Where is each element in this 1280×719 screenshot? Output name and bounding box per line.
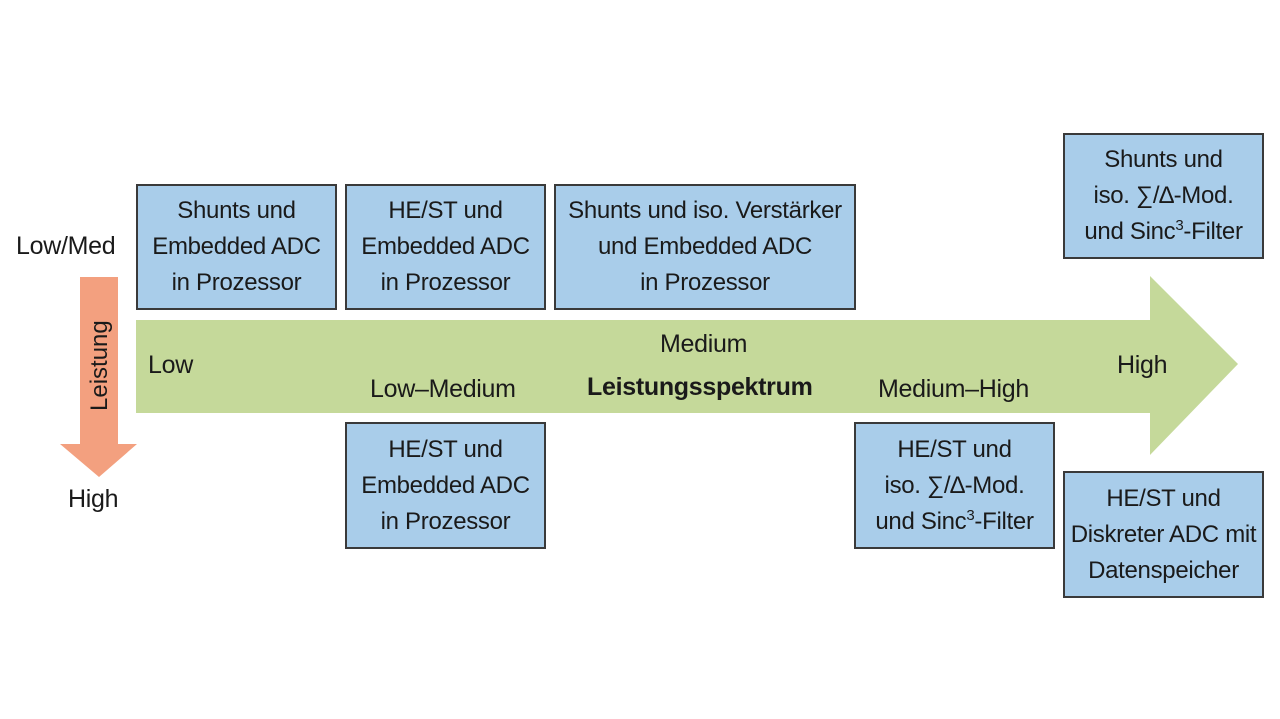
box-line: HE/ST und	[1106, 484, 1221, 512]
box-line: und Embedded ADC	[597, 233, 812, 260]
box-line: in Prozessor	[380, 507, 511, 535]
spectrum-arrow	[136, 276, 1238, 455]
leistung-arrow	[60, 277, 137, 477]
box-line: und Sinc3-Filter	[1084, 214, 1243, 250]
box-line: Shunts und iso. Verstärker	[568, 197, 842, 224]
box-bottom-1: HE/ST und Embedded ADC in Prozessor	[345, 422, 546, 549]
spectrum-medium: Medium	[660, 330, 748, 358]
axis-bottom-label: High	[68, 485, 119, 513]
box-line: und Sinc3-Filter	[875, 504, 1034, 540]
box-top-3: Shunts und iso. Verstärker und Embedded …	[554, 184, 856, 310]
box-line-part: -Filter	[974, 507, 1034, 535]
box-bottom-2: HE/ST und iso. ∑/∆-Mod. und Sinc3-Filter	[854, 422, 1055, 549]
spectrum-low-medium: Low–Medium	[370, 375, 516, 403]
box-line: Diskreter ADC mit	[1070, 520, 1257, 548]
box-line: in Prozessor	[171, 269, 302, 296]
box-top-2: HE/ST und Embedded ADC in Prozessor	[345, 184, 546, 310]
box-line-part: -Filter	[1183, 218, 1243, 245]
axis-top-label: Low/Med	[16, 232, 116, 260]
box-line: HE/ST und	[388, 197, 503, 224]
box-line: Embedded ADC	[361, 471, 530, 499]
spectrum-high: High	[1117, 351, 1168, 379]
box-line: Embedded ADC	[152, 233, 321, 260]
box-top-1: Shunts und Embedded ADC in Prozessor	[136, 184, 337, 310]
spectrum-low: Low	[148, 351, 193, 379]
box-line: Shunts und	[1104, 146, 1223, 173]
box-top-4: Shunts und iso. ∑/∆-Mod. und Sinc3-Filte…	[1063, 133, 1264, 259]
box-line: iso. ∑/∆-Mod.	[884, 471, 1025, 499]
box-line: iso. ∑/∆-Mod.	[1093, 182, 1234, 209]
box-line: Datenspeicher	[1088, 556, 1239, 584]
box-bottom-3: HE/ST und Diskreter ADC mit Datenspeiche…	[1063, 471, 1264, 598]
box-line: in Prozessor	[380, 269, 511, 296]
spectrum-title: Leistungsspektrum	[587, 373, 813, 401]
superscript: 3	[1175, 217, 1184, 234]
spectrum-medium-high: Medium–High	[878, 375, 1029, 403]
box-line: HE/ST und	[388, 435, 503, 463]
superscript: 3	[966, 506, 975, 524]
box-line: HE/ST und	[897, 435, 1012, 463]
box-line: in Prozessor	[640, 269, 770, 296]
box-line: Embedded ADC	[361, 233, 530, 260]
axis-vertical-label: Leistung	[86, 320, 113, 411]
box-line: Shunts und	[177, 197, 296, 224]
box-line-part: und Sinc	[875, 507, 967, 535]
box-line-part: und Sinc	[1084, 218, 1176, 245]
